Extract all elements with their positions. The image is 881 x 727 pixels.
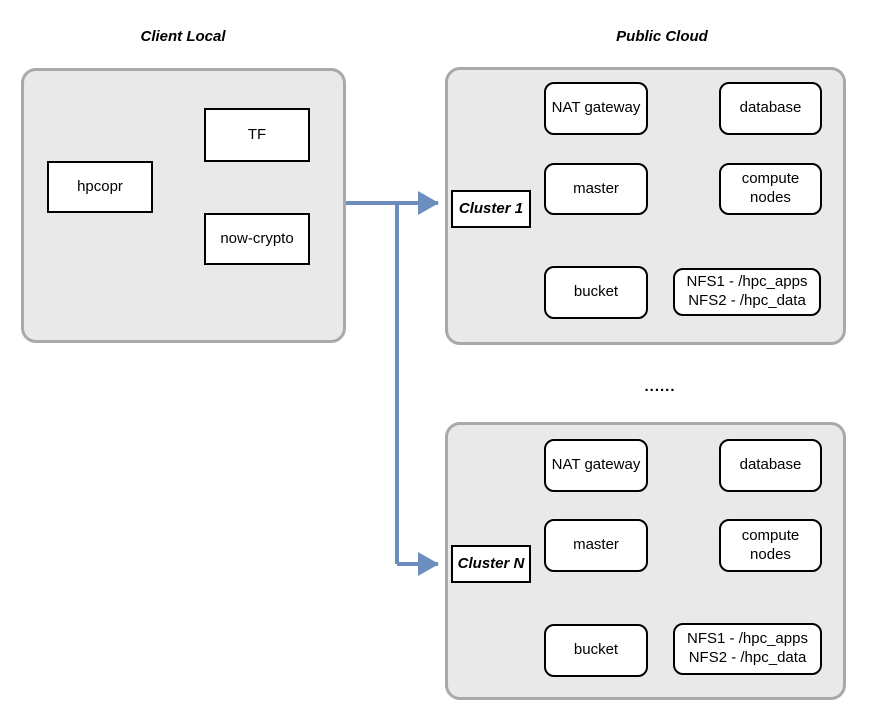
node-now-crypto: now-crypto (204, 213, 310, 265)
cluster-n-label: Cluster N (451, 545, 531, 583)
client-local-title: Client Local (140, 28, 226, 45)
nfs-line-1: NFS1 - /hpc_apps (686, 273, 808, 291)
node-bucket: bucket (544, 266, 648, 319)
node-compute-nodes: compute nodes (719, 163, 822, 215)
node-compute-nodes: compute nodes (719, 519, 822, 572)
cluster-1-label: Cluster 1 (451, 190, 531, 228)
node-hpcopr: hpcopr (47, 161, 153, 213)
nfs-line-2: NFS2 - /hpc_data (688, 292, 806, 309)
node-tf: TF (204, 108, 310, 162)
nfs-line-1: NFS1 - /hpc_apps (687, 630, 808, 648)
node-nfs: NFS1 - /hpc_apps NFS2 - /hpc_data (673, 623, 822, 675)
node-master: master (544, 519, 648, 572)
node-nat-gateway: NAT gateway (544, 82, 648, 135)
node-nfs: NFS1 - /hpc_apps NFS2 - /hpc_data (673, 268, 821, 316)
node-bucket: bucket (544, 624, 648, 677)
public-cloud-title: Public Cloud (616, 28, 708, 45)
client-to-cluster-connectors (346, 191, 439, 576)
clusters-ellipsis: ...... (644, 378, 676, 395)
node-master: master (544, 163, 648, 215)
node-nat-gateway: NAT gateway (544, 439, 648, 492)
node-database: database (719, 82, 822, 135)
nfs-line-2: NFS2 - /hpc_data (688, 649, 807, 666)
node-database: database (719, 439, 822, 492)
